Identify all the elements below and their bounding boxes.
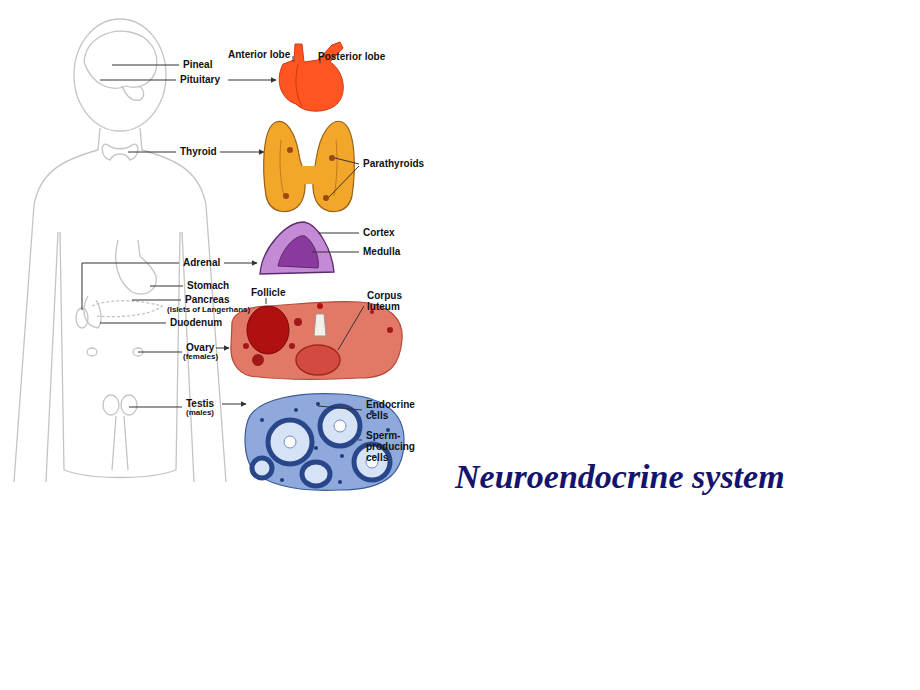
- body-contour: [112, 416, 128, 470]
- kidney-outline: [76, 308, 88, 328]
- leader-line: [129, 407, 182, 408]
- organ-label: Parathyroids: [363, 158, 424, 169]
- follicle: [247, 306, 289, 354]
- ovary-tissue: [231, 301, 402, 379]
- cerebellum-outline: [122, 86, 144, 100]
- organ-label: Testis: [186, 398, 214, 409]
- organ-label: (females): [183, 353, 218, 362]
- organ-label: Adrenal: [183, 257, 220, 268]
- organ-label: Medulla: [363, 246, 400, 257]
- leader-line: [150, 286, 183, 287]
- organ-label: Pituitary: [180, 74, 220, 85]
- thyroid-lobe: [313, 121, 354, 211]
- parathyroid-gland: [283, 147, 335, 201]
- organ-label: Follicle: [251, 287, 285, 298]
- body-outline: [14, 19, 226, 482]
- organ-label: Corpus luteum: [367, 290, 411, 312]
- leader-line: [100, 80, 176, 81]
- organ-label: Stomach: [187, 280, 229, 291]
- pointer-arrow: [220, 152, 264, 153]
- ovum: [317, 303, 323, 309]
- body-contour: [14, 128, 226, 482]
- organ-label: Endocrine cells: [366, 399, 420, 421]
- leader-line: [329, 158, 359, 197]
- testis-outline: [121, 395, 137, 415]
- leader-line: [100, 323, 166, 324]
- organ-label: Anterior lobe: [228, 49, 290, 60]
- diagram-title: Neuroendocrine system: [455, 458, 785, 496]
- ovulation-site: [314, 314, 326, 336]
- tubule-lumen: [284, 420, 378, 468]
- torso-contour: [46, 232, 194, 482]
- organ-label: Posterior lobe: [318, 51, 385, 62]
- lobe-divider: [296, 64, 302, 106]
- organ-label: (Islets of Langerhans): [167, 306, 250, 315]
- testis-outline: [103, 395, 119, 415]
- pointer-arrow: [228, 80, 276, 81]
- leader-line: [318, 406, 362, 440]
- organ-label: Cortex: [363, 227, 395, 238]
- ovary-outline: [87, 348, 97, 356]
- leader-line: [112, 65, 179, 66]
- organ-label: Thyroid: [180, 146, 217, 157]
- organ-label: Duodenum: [170, 317, 222, 328]
- organ-label: Sperm-producing cells: [366, 430, 420, 463]
- pointer-arrow: [224, 263, 257, 264]
- leader-line: [138, 352, 182, 353]
- organ-label: Ovary: [186, 342, 214, 353]
- organ-label: Pineal: [183, 59, 212, 70]
- pancreas-outline: [92, 301, 162, 317]
- organ-label: (males): [186, 409, 214, 418]
- thyroid-drawing: [264, 121, 359, 211]
- leader-line: [132, 300, 181, 301]
- adrenal-drawing: [260, 222, 359, 274]
- pointer-arrow: [216, 348, 229, 349]
- leader-line: [266, 298, 364, 350]
- pointer-arrow: [222, 404, 246, 405]
- corpus-luteum: [296, 345, 340, 375]
- leader-line: [312, 233, 359, 252]
- adrenal-cortex: [260, 222, 334, 274]
- leader-line: [293, 56, 320, 63]
- head-outline: [74, 19, 166, 131]
- organ-label: Pancreas: [185, 294, 229, 305]
- thyroid-isthmus: [300, 166, 316, 184]
- leader-line: [128, 152, 176, 153]
